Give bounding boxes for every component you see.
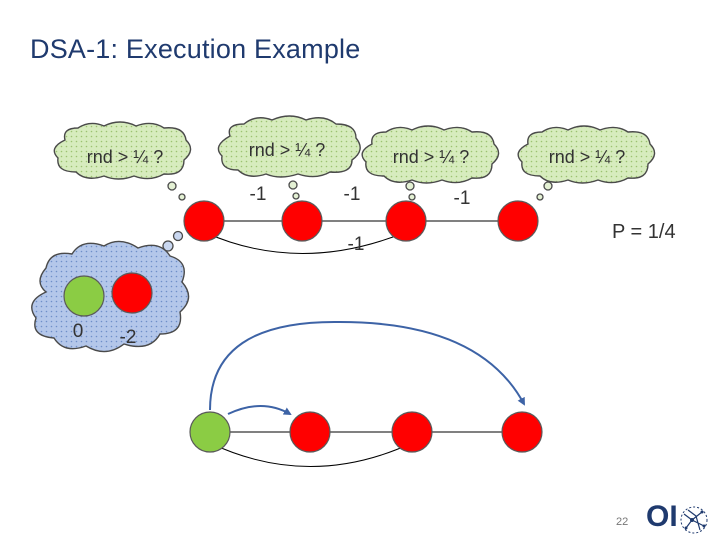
bottom-node-3 <box>392 412 432 452</box>
cloud-node-red <box>112 273 152 313</box>
thought-bubble-4: rnd > ¼ ? <box>518 126 654 200</box>
thought-bubble-1: rnd > ¼ ? <box>54 122 190 200</box>
top-node-2 <box>282 201 322 241</box>
top-node-4 <box>498 201 538 241</box>
bottom-graph-arrows <box>210 322 524 414</box>
bottom-node-1 <box>190 412 230 452</box>
cloud-node-green <box>64 276 104 316</box>
thought-bubble-2: rnd > ¼ ? <box>218 116 360 199</box>
bottom-node-2 <box>290 412 330 452</box>
logo-text: OI <box>646 502 678 532</box>
cloud-label-red: -2 <box>120 327 137 348</box>
top-node-3 <box>386 201 426 241</box>
bubble-text-2: rnd > ¼ ? <box>249 140 326 160</box>
edge-label-1-2: -1 <box>250 184 267 205</box>
bubble-text-1: rnd > ¼ ? <box>87 147 164 167</box>
top-node-1 <box>184 201 224 241</box>
edge-label-2-3: -1 <box>344 184 361 205</box>
arrow-short <box>228 406 290 414</box>
cloud-label-green: 0 <box>73 321 84 342</box>
node-state-cloud: 0 -2 <box>32 232 189 352</box>
edge-label-1-3: -1 <box>348 234 365 255</box>
bubble-text-3: rnd > ¼ ? <box>393 147 470 167</box>
thought-bubble-3: rnd > ¼ ? <box>362 126 498 200</box>
arrow-long <box>210 322 524 410</box>
bubble-text-4: rnd > ¼ ? <box>549 147 626 167</box>
probability-label: P = 1/4 <box>612 221 676 243</box>
page-number: 22 <box>616 516 628 528</box>
edge-label-3-4: -1 <box>454 188 471 209</box>
bottom-graph-edges <box>210 432 520 467</box>
bottom-node-4 <box>502 412 542 452</box>
institution-logo-icon <box>681 507 707 533</box>
